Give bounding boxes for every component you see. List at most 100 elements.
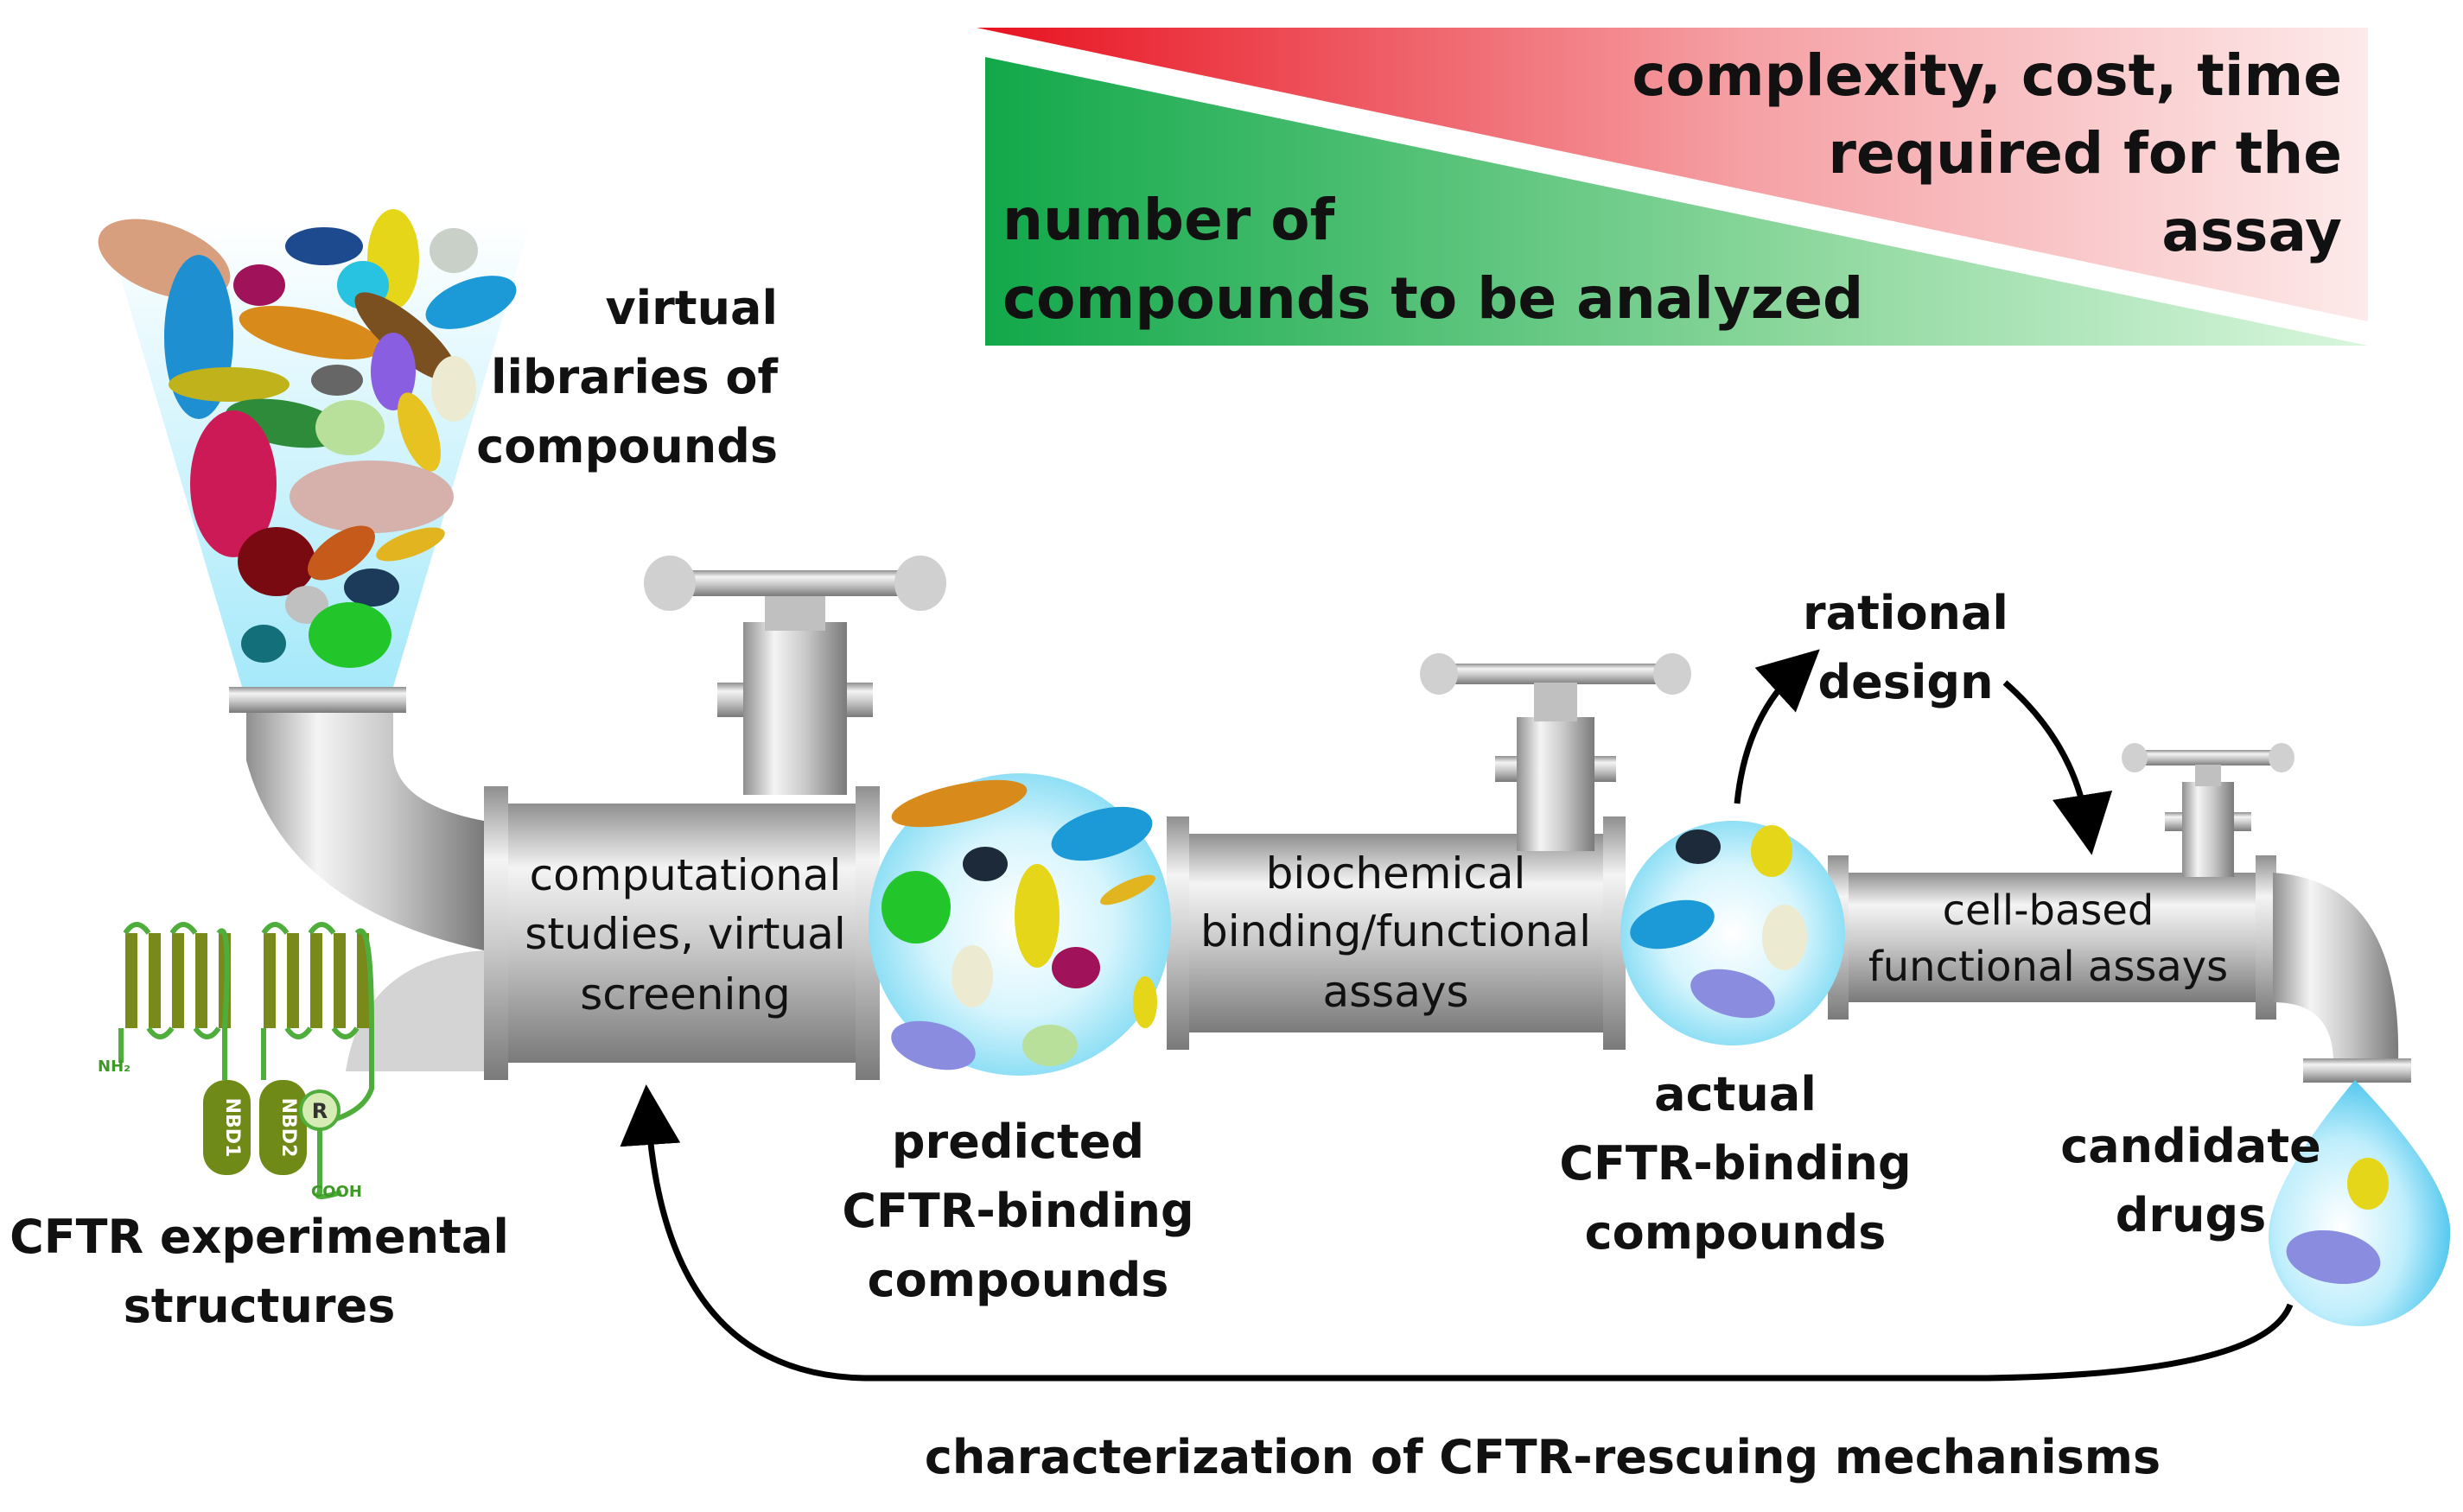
compound-shape: [1015, 864, 1060, 968]
cell-based-label: cell-based functional assays: [1868, 886, 2228, 991]
nbd2-domain: [259, 1080, 307, 1175]
virtual-libraries-line-1: virtual: [605, 281, 778, 335]
actual-line-1: actual: [1654, 1067, 1817, 1121]
actual-label: actual CFTR-binding compounds: [1559, 1067, 1911, 1260]
bubble: [1620, 821, 1845, 1045]
compound-shape: [285, 586, 328, 624]
r-domain: [299, 1090, 340, 1131]
cftr-helices-left: [125, 933, 231, 1028]
compound-shape: [239, 306, 384, 359]
tap-stem: [1517, 717, 1594, 851]
complexity-triangle: [977, 28, 2368, 321]
upper-elbow-pipe: [246, 713, 484, 950]
candidate-drugs-drop: [2269, 1080, 2451, 1326]
helix: [264, 933, 276, 1028]
rational-design-line-2: design: [1817, 655, 1993, 709]
tap-spindle: [2195, 765, 2221, 786]
actual-compounds-bubble: [1620, 821, 1845, 1045]
compound-shape: [1099, 874, 1156, 905]
complexity-label: complexity, cost, time required for the …: [1632, 42, 2342, 264]
compound-shape: [1052, 947, 1100, 988]
main-pipeline: [484, 786, 2411, 1083]
compound-shape: [891, 1020, 976, 1070]
rational-design-arrow-down: [2002, 680, 2113, 855]
compound-shape: [1690, 969, 1775, 1019]
compound-shape: [376, 527, 445, 562]
compound-shape: [881, 871, 951, 943]
virtual-libraries-line-3: compounds: [476, 419, 778, 473]
helix: [334, 933, 346, 1028]
cell-based-line-1: cell-based: [1943, 886, 2154, 935]
compound-shape: [241, 625, 286, 663]
green-triangle: [985, 57, 2368, 346]
tap-knob: [1653, 653, 1691, 695]
tap-small: [2122, 743, 2294, 877]
tap-medium: [1420, 653, 1691, 851]
computational-line-3: screening: [580, 969, 791, 1020]
nh2-label: NH₂: [98, 1058, 130, 1076]
compound-shape: [1051, 806, 1153, 861]
cftr-helices-right: [264, 933, 369, 1028]
cell-based-line-2: functional assays: [1868, 943, 2228, 991]
inlet-pipes: [246, 713, 484, 1071]
cftr-loops: [146, 1026, 360, 1080]
r-domain-label: R: [312, 1099, 328, 1123]
nbd1-domain: [203, 1080, 251, 1175]
nbd1-label: NBD1: [221, 1098, 243, 1158]
compound-shape: [290, 461, 454, 533]
compound-shape: [233, 264, 285, 306]
actual-line-3: compounds: [1585, 1205, 1887, 1260]
predicted-label: predicted CFTR-binding compounds: [842, 1115, 1193, 1307]
cftr-structures-line-1: CFTR experimental: [10, 1210, 509, 1264]
cftr-structures-label: CFTR experimental structures: [10, 1210, 509, 1333]
virtual-libraries-line-2: libraries of: [491, 350, 779, 404]
predicted-compounds-bubble: [869, 773, 1171, 1076]
compound-shape: [354, 292, 458, 382]
predicted-line-3: compounds: [868, 1253, 1169, 1307]
complexity-line-2: required for the: [1828, 120, 2342, 187]
compound-shape: [430, 228, 478, 273]
characterization-feedback-arrow: [620, 1084, 2294, 1382]
compound-shape: [315, 400, 385, 455]
candidate-label: candidate drugs: [2060, 1119, 2321, 1242]
compound-shape: [2286, 1229, 2381, 1285]
candidate-line-1: candidate: [2060, 1119, 2321, 1173]
biochemical-label: biochemical binding/functional assays: [1200, 848, 1591, 1017]
funnel-collar: [229, 687, 406, 713]
helix: [172, 933, 184, 1028]
compound-shape: [398, 392, 441, 472]
biochemical-line-1: biochemical: [1266, 848, 1526, 899]
complexity-line-1: complexity, cost, time: [1632, 42, 2342, 109]
computational-label: computational studies, virtual screening: [525, 850, 845, 1020]
funnel-compounds: [98, 209, 517, 668]
cftr-backbone: [118, 922, 374, 1199]
number-line-1: number of: [1002, 187, 1336, 253]
compound-shape: [371, 333, 416, 410]
pipe-segment-cell-based: [1841, 873, 2264, 1002]
tap-handle-bar: [687, 570, 903, 596]
actual-line-2: CFTR-binding: [1559, 1136, 1911, 1191]
rational-design-label: rational design: [1803, 586, 2008, 709]
predicted-line-2: CFTR-binding: [842, 1184, 1193, 1238]
tap-spindle: [765, 596, 825, 631]
biochemical-line-3: assays: [1322, 967, 1468, 1017]
cooh-label: COOH: [311, 1183, 362, 1201]
rational-design-line-1: rational: [1803, 586, 2008, 640]
compound-shape: [425, 276, 517, 329]
compound-shape: [963, 847, 1008, 881]
compound-shape: [285, 227, 363, 265]
computational-line-2: studies, virtual: [525, 909, 845, 959]
compound-shape: [311, 365, 363, 396]
compound-shape: [344, 569, 399, 607]
compound-shape: [1133, 976, 1157, 1028]
number-label: number of compounds to be analyzed: [1002, 187, 1863, 332]
compound-shape: [2347, 1158, 2389, 1210]
tap-large: [644, 556, 946, 795]
compound-shape: [309, 602, 391, 668]
compound-shape: [190, 410, 277, 557]
tap-knob: [2269, 743, 2294, 772]
compound-funnel: [98, 209, 531, 713]
compound-shape: [1630, 899, 1715, 950]
helix: [310, 933, 322, 1028]
